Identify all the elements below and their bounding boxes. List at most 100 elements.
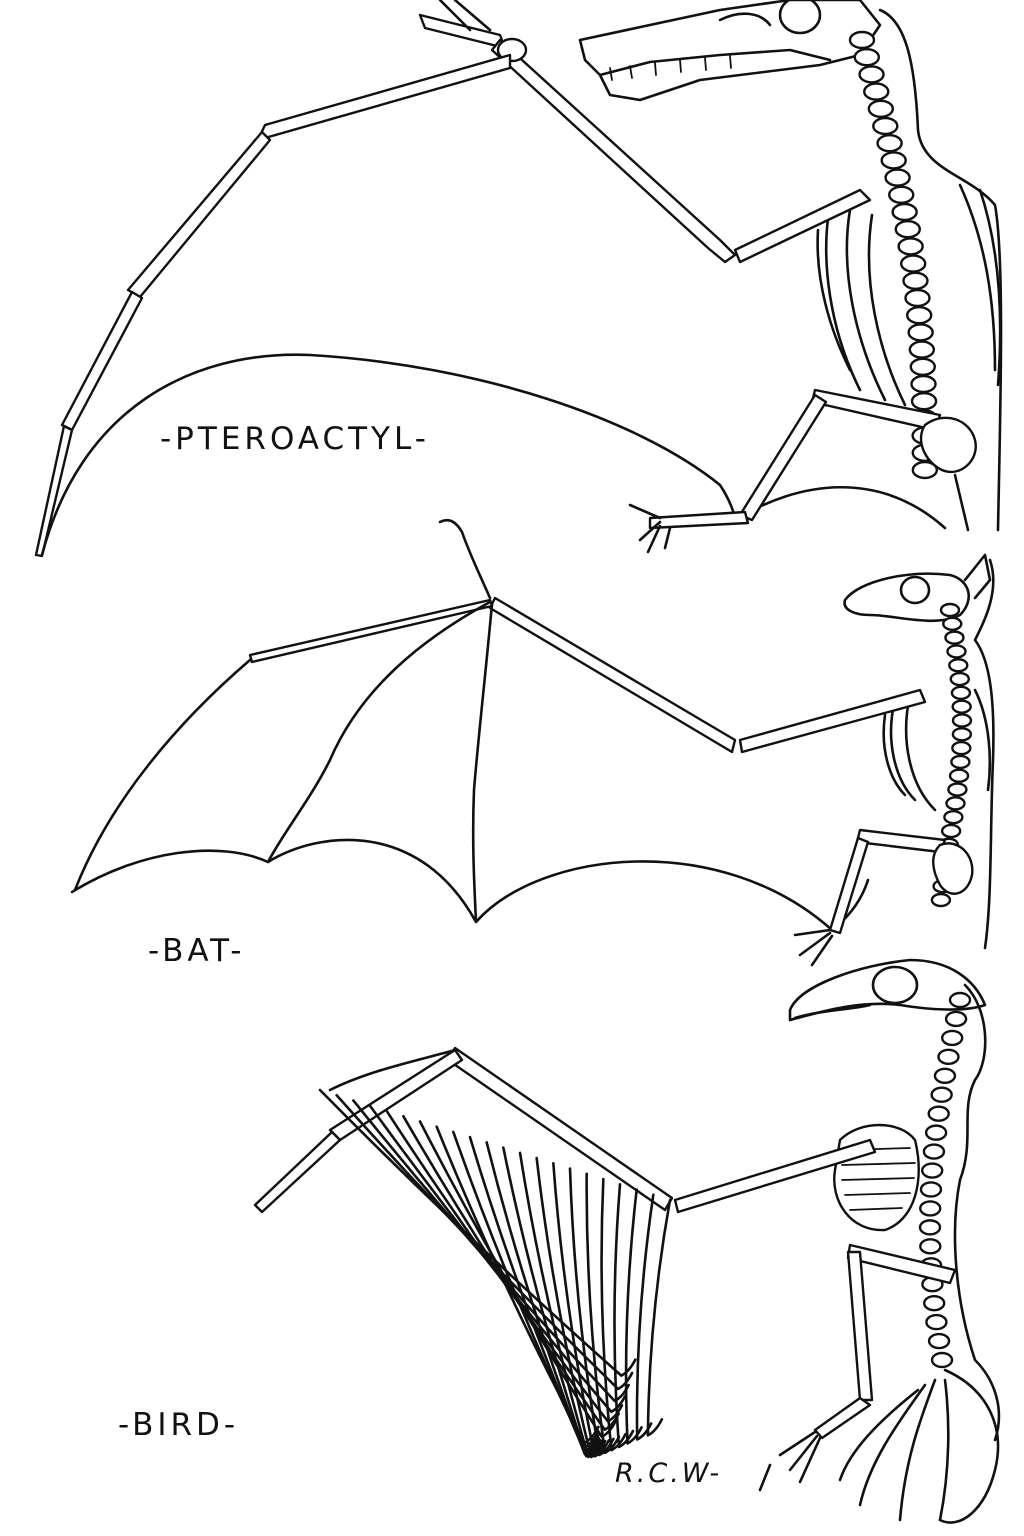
vertebra [853,48,880,67]
vertebra [867,99,895,119]
feather [518,1151,604,1459]
feather [646,1198,672,1437]
vertebra [888,185,915,205]
bird-figure [253,958,1001,1524]
bat-figure [70,518,995,967]
vertebra [899,254,927,273]
feather [335,1093,634,1391]
vertebra [910,392,938,411]
vertebra [927,1332,951,1350]
vertebra [940,1029,964,1047]
vertebra [933,1067,957,1084]
vertebra [946,644,967,659]
vertebra [944,1010,968,1028]
vertebra [876,133,903,153]
vertebra [911,460,939,480]
vertebra [930,1351,954,1369]
artist-signature: R.C.W- [615,1458,723,1489]
bat-hind-leg [793,828,974,967]
feather [552,1162,611,1458]
feather [402,1114,621,1431]
vertebra [942,616,963,632]
feather [635,1193,655,1441]
vertebra [921,1162,944,1179]
feather [613,1182,635,1449]
bird-leg [758,1243,957,1492]
vertebra [944,630,965,645]
vertebra [939,602,961,618]
vertebra [951,713,973,728]
vertebra [848,30,876,50]
pterodactyl-body-outline [878,8,1003,532]
bird-tail [838,1368,1000,1524]
vertebra [937,1048,960,1066]
vertebra [908,340,936,359]
vertebra [951,699,972,714]
vertebra [950,754,971,770]
vertebra [904,288,931,308]
vertebra [948,658,969,673]
pterodactyl-hind-leg [628,388,977,554]
vertebra [948,768,970,783]
vertebra [924,1124,948,1141]
vertebra [905,306,933,325]
bird-feathers [318,1088,672,1459]
vertebra [858,65,885,84]
vertebra [922,1294,946,1312]
bird-ribcage [833,1123,920,1232]
bat-skull [843,553,992,623]
vertebra [940,823,962,839]
vertebra [863,82,890,101]
vertebra [902,271,929,290]
bird-label: -BIRD- [118,1407,240,1443]
vertebra [919,1181,943,1198]
vertebra [884,168,911,187]
vertebra [909,357,936,376]
vertebra [951,740,972,756]
vertebra [927,1105,950,1122]
bird-body-outline [953,983,1001,1442]
vertebra [945,796,966,811]
vertebra [918,1219,942,1236]
vertebra [947,782,968,797]
vertebra [880,151,907,170]
bat-ribcage [882,688,992,812]
vertebra [897,237,924,256]
bat-wing-membrane [70,838,870,932]
bat-label: -BAT- [148,933,246,969]
feather [385,1109,624,1423]
pterodactyl-ribcage [816,183,1002,407]
feather [568,1167,615,1457]
vertebra [930,892,952,908]
vertebra [910,374,937,394]
vertebra [919,1200,942,1217]
vertebra [943,809,964,825]
vertebra [950,685,972,701]
vertebra [872,116,899,136]
pterodactyl-wing-membrane [40,353,947,557]
pterodactyl-wing-bones [34,0,872,558]
pterodactyl-skull [578,0,882,102]
bird-spine [918,991,972,1369]
vertebra [949,671,970,687]
bird-wing-bones [253,1046,877,1214]
vertebra [948,991,972,1009]
vertebra [922,1143,946,1160]
bird-skull [788,958,987,1022]
feather [585,1172,621,1455]
bat-body-outline [973,558,995,950]
vertebra [891,202,918,222]
vertebra [894,219,921,239]
vertebra [919,1238,942,1255]
bat-spine [930,602,973,908]
vertebra [951,727,973,742]
pterodactyl-figure [34,0,1003,558]
bat-wing-bones [73,518,927,924]
feather [624,1188,643,1445]
vertebra [925,1313,948,1331]
pterodactyl-label: -PTEROACTYL- [160,421,430,457]
vertebra [907,323,934,342]
feather [368,1104,627,1414]
vertebra [930,1086,953,1103]
